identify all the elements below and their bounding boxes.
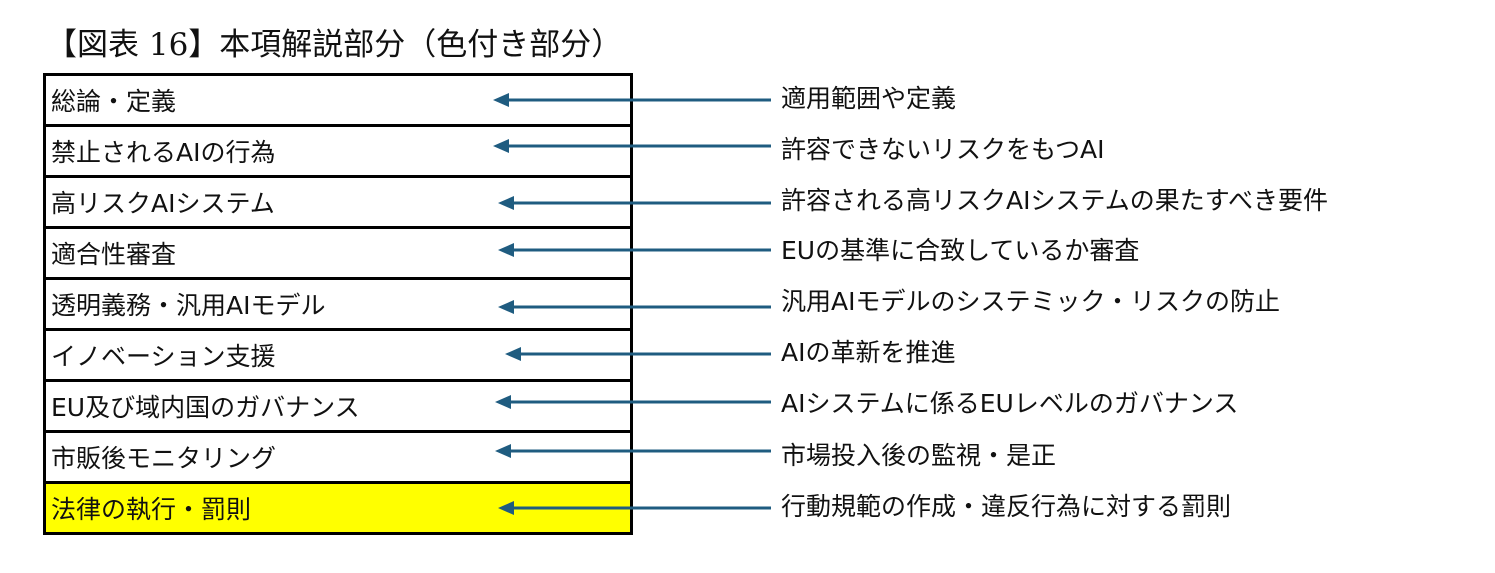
section-label: 適合性審査: [51, 240, 177, 269]
section-box-1: 総論・定義: [46, 76, 630, 127]
section-box-4: 適合性審査: [46, 229, 630, 280]
section-box-8: 市販後モニタリング: [46, 433, 630, 484]
section-description-7: AIシステムに係るEUレベルのガバナンス: [781, 389, 1239, 418]
section-label: 総論・定義: [51, 87, 177, 116]
section-description-6: AIの革新を推進: [781, 338, 956, 367]
section-box-6: イノベーション支援: [46, 331, 630, 382]
section-label: 高リスクAIシステム: [51, 189, 275, 218]
section-description-8: 市場投入後の監視・是正: [781, 441, 1057, 470]
section-label: EU及び域内国のガバナンス: [51, 393, 360, 422]
section-box-5: 透明義務・汎用AIモデル: [46, 280, 630, 331]
section-label: 市販後モニタリング: [51, 444, 277, 473]
section-label: 透明義務・汎用AIモデル: [51, 291, 326, 320]
section-box-3: 高リスクAIシステム: [46, 178, 630, 229]
section-box-7: EU及び域内国のガバナンス: [46, 382, 630, 433]
section-description-4: EUの基準に合致しているか審査: [781, 236, 1140, 265]
figure-title: 【図表 16】本項解説部分（色付き部分）: [46, 27, 623, 63]
section-description-5: 汎用AIモデルのシステミック・リスクの防止: [781, 287, 1280, 316]
section-label: 法律の執行・罰則: [51, 495, 252, 524]
section-label: イノベーション支援: [51, 342, 276, 371]
section-box-9: 法律の執行・罰則: [46, 484, 630, 532]
section-list: 総論・定義禁止されるAIの行為高リスクAIシステム適合性審査透明義務・汎用AIモ…: [43, 73, 633, 535]
section-description-9: 行動規範の作成・違反行為に対する罰則: [781, 492, 1232, 521]
section-description-1: 適用範囲や定義: [781, 84, 957, 113]
section-label: 禁止されるAIの行為: [51, 138, 276, 167]
section-description-2: 許容できないリスクをもつAI: [781, 135, 1105, 164]
section-box-2: 禁止されるAIの行為: [46, 127, 630, 178]
section-description-3: 許容される高リスクAIシステムの果たすべき要件: [781, 186, 1328, 215]
